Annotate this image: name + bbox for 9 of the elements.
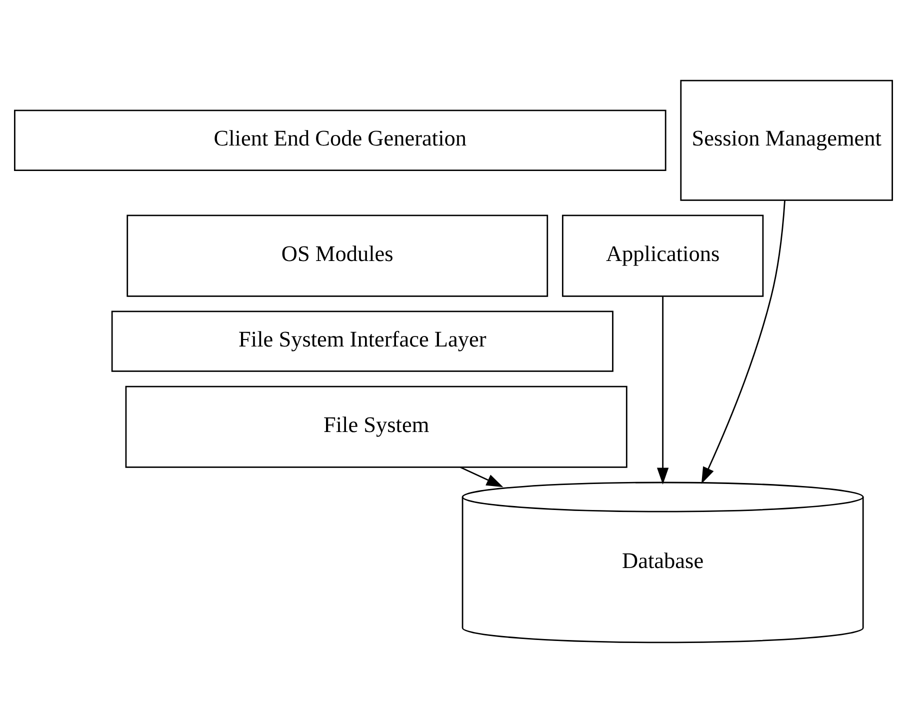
arrow	[656, 296, 668, 484]
node-box: File System Interface Layer	[110, 310, 613, 372]
node-box: Client End Code Generation	[14, 109, 666, 170]
node-box: File System	[124, 385, 627, 468]
node-box: OS Modules	[126, 214, 548, 296]
node-box: Applications	[561, 214, 764, 296]
arrow	[460, 466, 503, 487]
node-box: Session Management	[680, 79, 892, 200]
arrow	[700, 200, 785, 484]
